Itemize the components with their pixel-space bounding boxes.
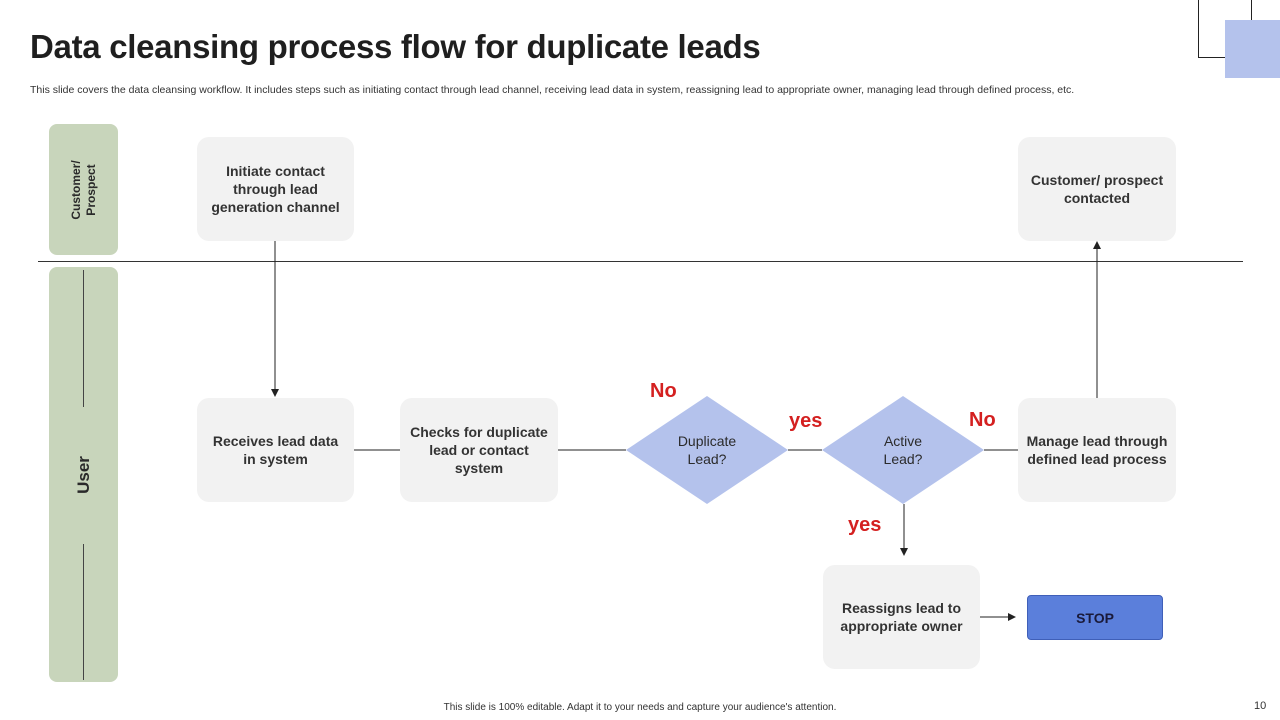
branch-label-active-no: No bbox=[969, 409, 996, 431]
slide-subtitle: This slide covers the data cleansing wor… bbox=[30, 84, 1075, 96]
decision-duplicate-label: Duplicate Lead? bbox=[677, 433, 737, 467]
stop-terminal: STOP bbox=[1027, 595, 1163, 640]
decision-duplicate-diamond bbox=[626, 396, 788, 504]
branch-label-duplicate-no: No bbox=[650, 380, 677, 402]
footer-note: This slide is 100% editable. Adapt it to… bbox=[443, 702, 837, 713]
step-receives-lead: Receives lead data in system bbox=[197, 398, 354, 502]
lane-divider-line bbox=[83, 270, 84, 407]
corner-fill-decoration bbox=[1225, 20, 1280, 78]
step-manage-lead: Manage lead through defined lead process bbox=[1018, 398, 1176, 502]
step-check-duplicate: Checks for duplicate lead or contact sys… bbox=[400, 398, 558, 502]
branch-label-duplicate-yes: yes bbox=[789, 410, 823, 432]
page-number: 10 bbox=[1254, 700, 1267, 712]
step-customer-contacted: Customer/ prospect contacted bbox=[1018, 137, 1176, 241]
step-initiate-contact: Initiate contact through lead generation… bbox=[197, 137, 354, 241]
branch-label-active-yes: yes bbox=[848, 514, 882, 536]
decision-active-label: Active Lead? bbox=[883, 433, 923, 467]
swimlane-separator bbox=[38, 261, 1243, 262]
slide-title: Data cleansing process flow for duplicat… bbox=[30, 28, 761, 65]
lane-divider-line bbox=[83, 544, 84, 680]
decision-active-diamond bbox=[822, 396, 984, 504]
lane-customer-prospect: Customer/ Prospect bbox=[49, 124, 118, 255]
lane-user: User bbox=[49, 267, 118, 682]
step-reassign-lead: Reassigns lead to appropriate owner bbox=[823, 565, 980, 669]
